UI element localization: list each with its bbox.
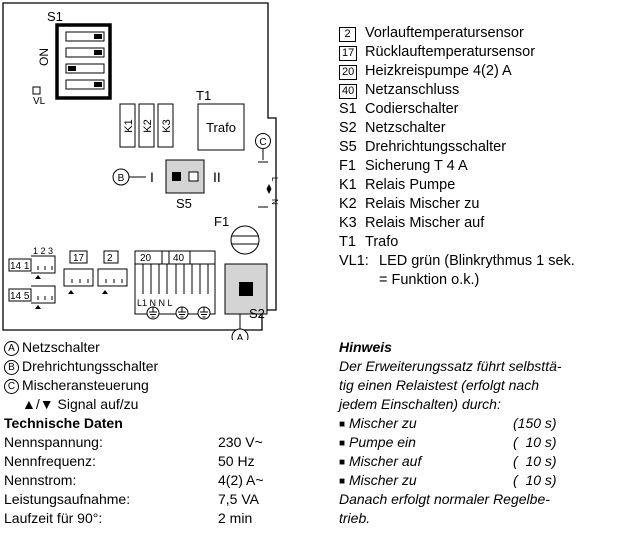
pin-marker-icon xyxy=(35,305,41,309)
spec-row: Nennfrequenz:50 Hz xyxy=(4,453,255,469)
relay-k3 xyxy=(157,103,174,148)
relay-test-step: ■Mischer zu( 10 s) xyxy=(339,471,557,491)
fuse-f1-icon xyxy=(230,225,260,255)
spec-row: Nennstrom:4(2) A~ xyxy=(4,472,264,488)
bullet-icon: ■ xyxy=(339,419,346,430)
legend-item: VL1:LED grün (Blinkrythmus 1 sek. xyxy=(339,253,575,269)
spec-row: Laufzeit für 90°:2 min xyxy=(4,510,253,526)
terminal-block-145 xyxy=(31,285,56,304)
a-circle-icon: A xyxy=(4,341,19,356)
vl-label: VL xyxy=(33,96,46,107)
bullet-icon: ■ xyxy=(339,476,346,487)
terminal-2-label: 2 xyxy=(107,253,113,264)
pin-numbers-label: 1 2 3 xyxy=(33,246,53,256)
vl-led-icon xyxy=(32,86,41,95)
arrow-down-icon xyxy=(266,184,272,189)
on-label: ON xyxy=(37,48,51,66)
s1-coding-switch xyxy=(55,23,112,100)
terminal-17-label: 17 xyxy=(73,253,85,264)
terminal-block-2 xyxy=(97,268,128,287)
b-marker-label: B xyxy=(118,173,125,184)
s1-label: S1 xyxy=(47,9,63,24)
hinweis-line: jedem Einschalten) durch: xyxy=(339,396,501,412)
bullet-icon: ■ xyxy=(339,457,346,468)
terminal-20-label: 20 xyxy=(140,253,152,264)
relay-k2-label: K2 xyxy=(142,119,154,132)
f1-label: F1 xyxy=(214,214,229,229)
board-outline xyxy=(2,2,277,331)
pin-marker-icon xyxy=(35,275,41,279)
trafo-label: Trafo xyxy=(206,120,236,135)
ground-symbol-icons xyxy=(146,306,211,320)
spec-row: Nennspannung:230 V~ xyxy=(4,434,263,450)
relay-k3-label: K3 xyxy=(161,119,173,132)
hinweis-line: Der Erweiterungssatz führt selbsttä- xyxy=(339,358,562,374)
relay-k1 xyxy=(119,103,136,148)
terminal-40-label: 40 xyxy=(173,253,185,264)
spec-row: Leistungsaufnahme:7,5 VA xyxy=(4,491,259,507)
hinweis-line: tig einen Relaistest (erfolgt nach xyxy=(339,377,539,393)
n-label: N xyxy=(270,199,279,205)
terminal-block-20-40 xyxy=(134,250,216,315)
legend-vl1-continuation: = Funktion o.k.) xyxy=(379,272,480,288)
a-marker-icon xyxy=(231,328,249,340)
roman-one-label: I xyxy=(150,169,154,185)
relay-test-step: ■Pumpe ein( 10 s) xyxy=(339,433,557,453)
relay-test-step: ■Mischer auf( 10 s) xyxy=(339,452,557,472)
s2-label: S2 xyxy=(249,306,265,321)
trafo-box xyxy=(197,103,245,151)
c-marker-icon xyxy=(255,133,271,149)
callout-signal: ▲/▼ Signal auf/zu xyxy=(22,396,139,412)
b-circle-icon: B xyxy=(4,360,19,375)
mains-pins-label: L1 N N L xyxy=(137,298,173,308)
terminal-block-141 xyxy=(31,255,56,274)
l-label: L xyxy=(270,177,279,182)
relay-k1-label: K1 xyxy=(123,119,135,132)
a-marker-label: A xyxy=(237,333,244,340)
specs-title: Technische Daten xyxy=(4,415,123,431)
terminal-14-1-label: 14 1 xyxy=(10,261,30,272)
terminal-block-17 xyxy=(63,268,94,287)
hinweis-line: Danach erfolgt normaler Regelbe- xyxy=(339,491,550,507)
s1-dip-positions xyxy=(65,31,105,90)
c-circle-icon: C xyxy=(4,379,19,394)
s5-label: S5 xyxy=(176,196,192,211)
pin-marker-icon xyxy=(68,290,74,294)
bullet-icon: ■ xyxy=(339,438,346,449)
arrow-up-icon xyxy=(266,189,272,194)
circuit-board-diagram: S1 ON VL K1 K2 K3 T1 Trafo C L N B I II … xyxy=(2,2,279,340)
roman-two-label: II xyxy=(213,169,221,185)
pin-marker-icon xyxy=(102,290,108,294)
terminal-14-5-label: 14 5 xyxy=(10,291,30,302)
hinweis-line: trieb. xyxy=(339,510,371,526)
c-marker-label: C xyxy=(259,137,266,148)
relay-k2 xyxy=(138,103,155,148)
hinweis-title: Hinweis xyxy=(339,339,392,355)
t1-label: T1 xyxy=(196,88,211,103)
relay-test-step: ■Mischer zu(150 s) xyxy=(339,414,557,434)
